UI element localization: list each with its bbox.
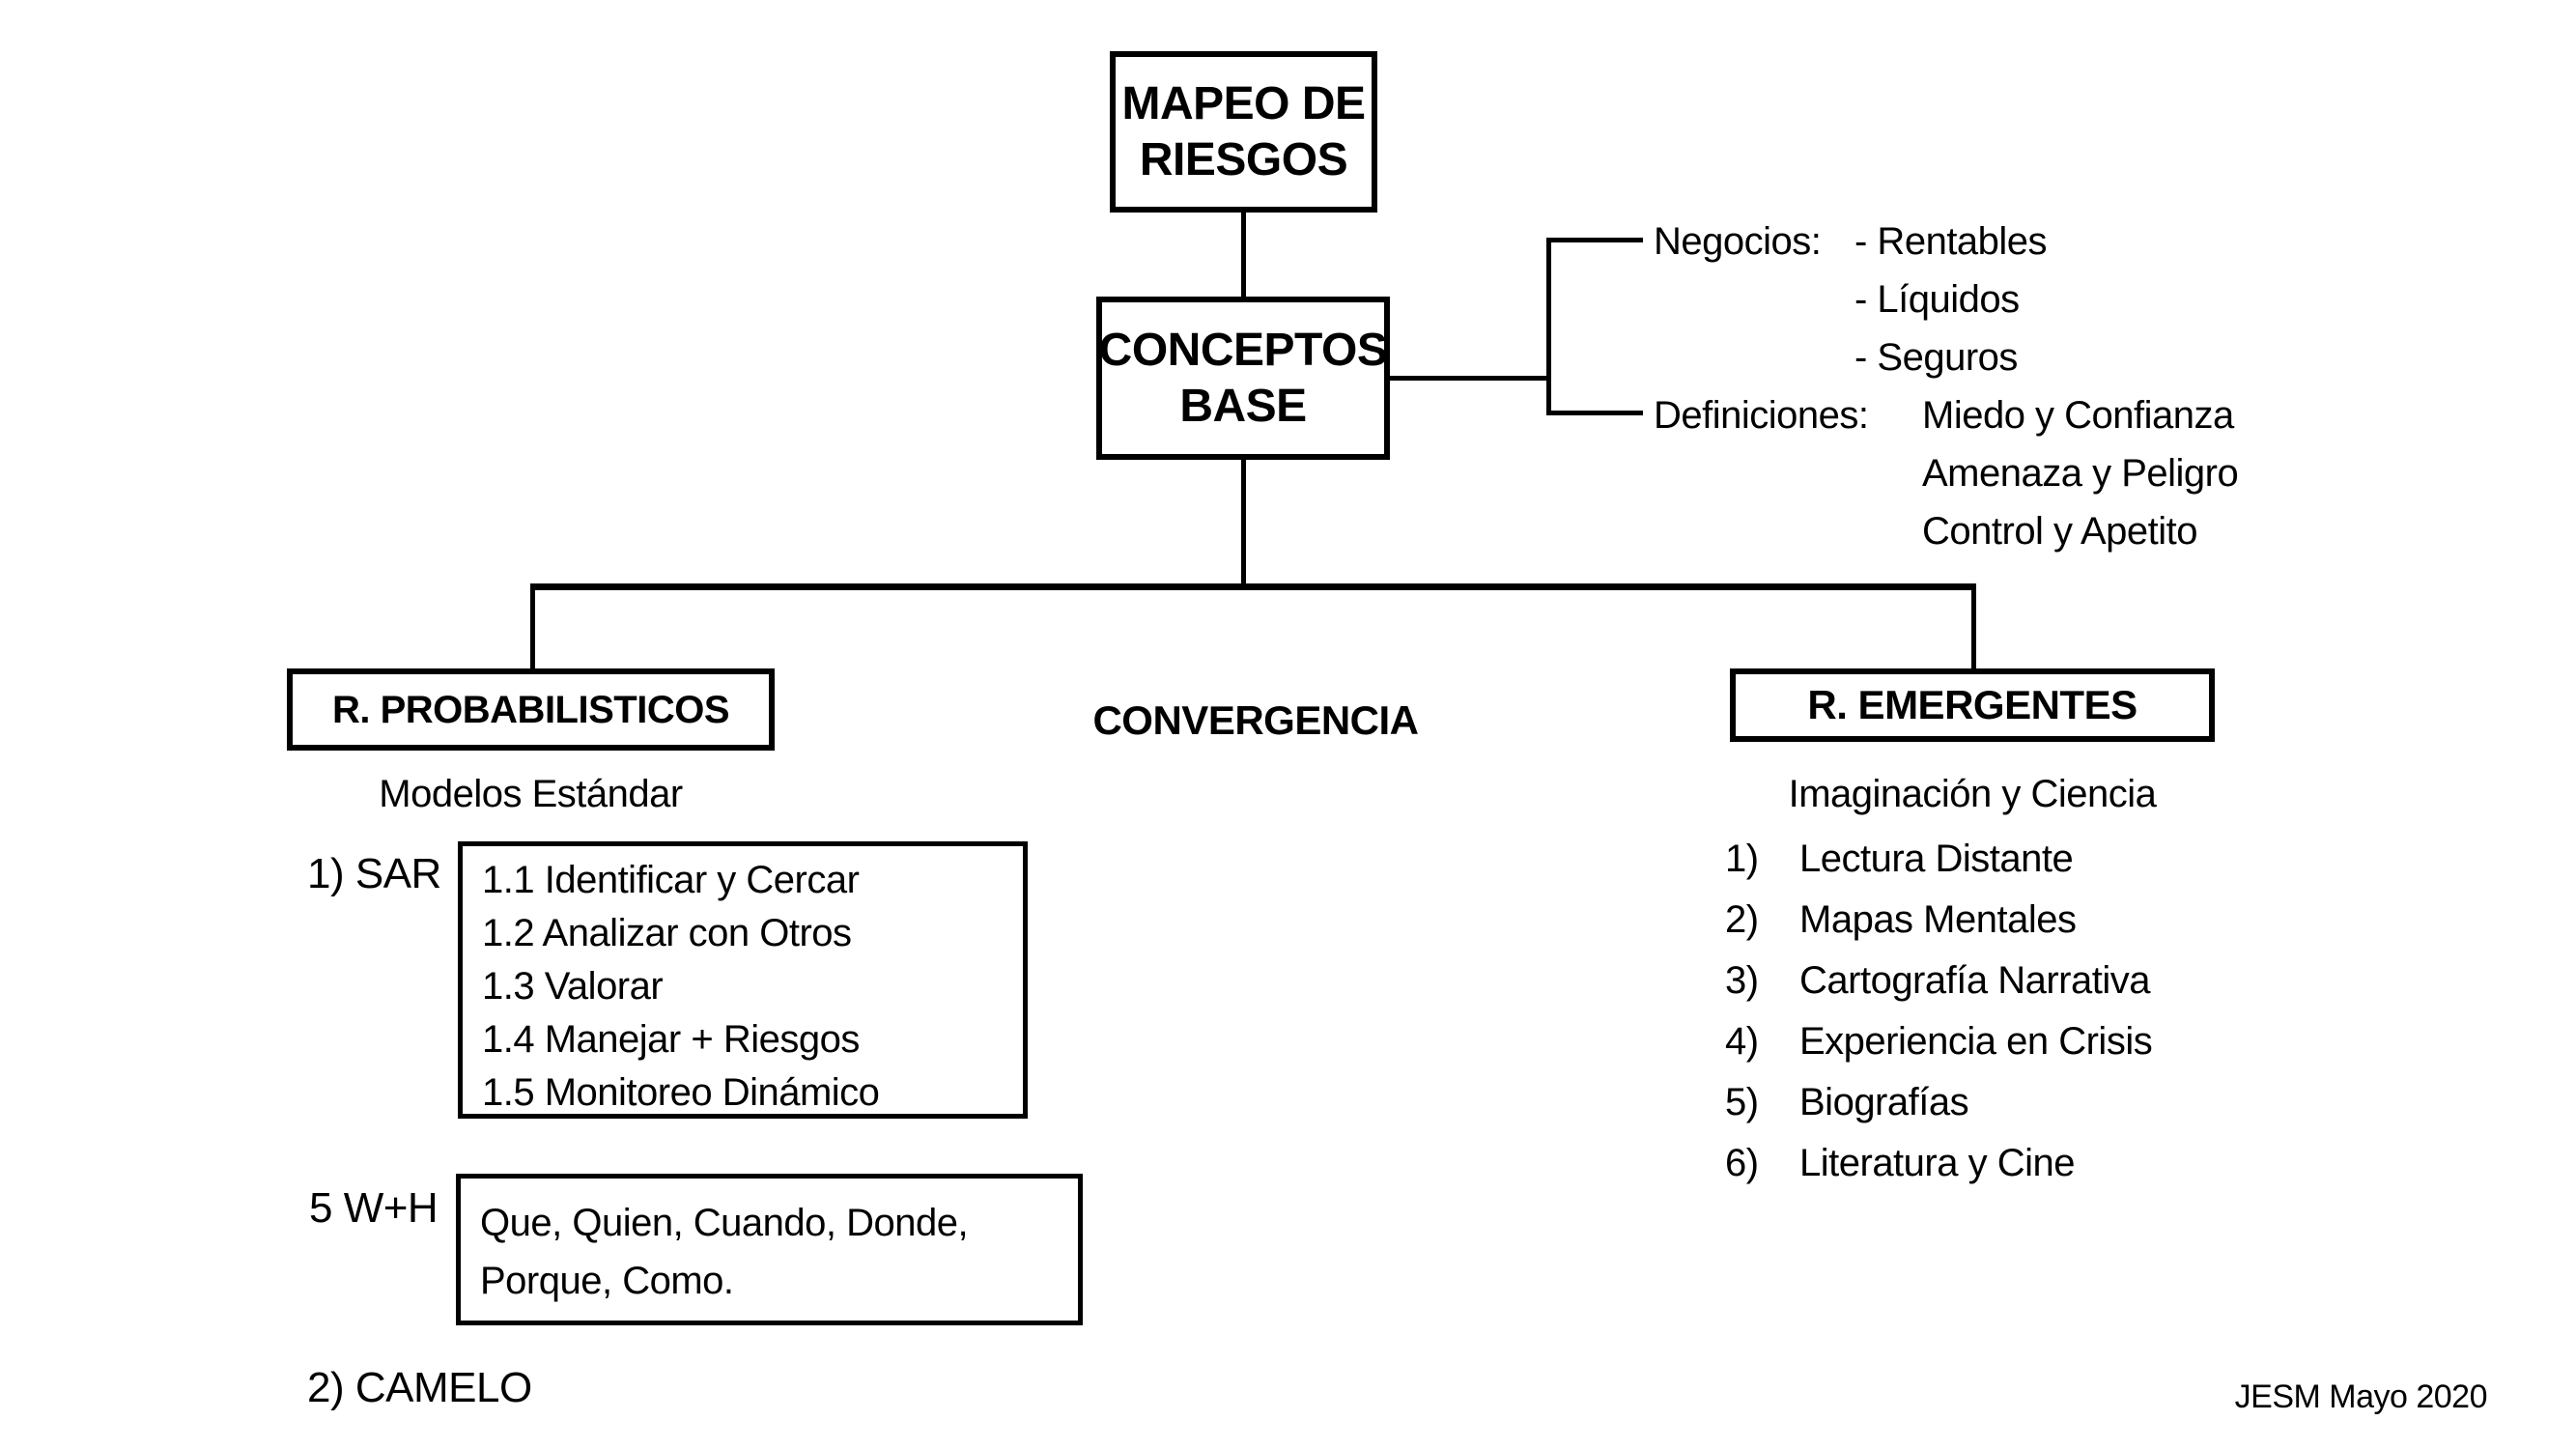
camelo-label: 2) CAMELO [307,1364,532,1411]
base-box-label-line1: CONCEPTOS [1098,324,1388,376]
connector-base-to-bracket [1390,376,1548,381]
list-item-number: 2) [1725,898,1759,941]
bracket-annotation: Negocios: - Rentables - Líquidos - Segur… [1654,213,2239,560]
sar-items: 1.1 Identificar y Cercar 1.2 Analizar co… [463,846,1023,1120]
sar-item: 1.1 Identificar y Cercar [482,859,860,901]
list-item-number: 1) [1725,838,1759,880]
root-box-label-line2: RIESGOS [1139,133,1348,185]
base-box-label-line2: BASE [1179,380,1307,432]
definiciones-item: Miedo y Confianza [1922,394,2234,437]
list-item-text: Mapas Mentales [1799,898,2077,941]
connector-base-to-branch [1241,458,1246,589]
list-item-number: 5) [1725,1081,1759,1123]
probabilisticos-box: R. PROBABILISTICOS [287,668,775,751]
convergencia-label: CONVERGENCIA [1092,697,1419,743]
emergentes-subtitle: Imaginación y Ciencia [1788,773,2157,815]
list-item-number: 6) [1725,1142,1759,1184]
sar-label: 1) SAR [307,850,441,897]
list-item: 4) Experiencia en Crisis [1725,1011,2153,1072]
sar-box: 1.1 Identificar y Cercar 1.2 Analizar co… [458,841,1028,1119]
wh-label: 5 W+H [309,1184,439,1232]
definiciones-item: Amenaza y Peligro [1922,452,2239,495]
list-item-text: Biografías [1799,1081,1969,1123]
negocios-item: - Líquidos [1854,278,2020,321]
probabilisticos-box-label: R. PROBABILISTICOS [331,688,730,731]
branch-horizontal [530,583,1976,590]
negocios-items: - Rentables - Líquidos - Seguros [1854,213,2048,386]
sar-item: 1.4 Manejar + Riesgos [482,1018,860,1061]
list-item: 1) Lectura Distante [1725,829,2152,890]
negocios-item: - Rentables [1854,220,2048,263]
list-item-text: Literatura y Cine [1799,1142,2075,1184]
list-item-number: 3) [1725,959,1759,1002]
list-item-text: Lectura Distante [1799,838,2074,880]
definiciones-item: Control y Apetito [1922,510,2198,553]
sar-item: 1.5 Monitoreo Dinámico [482,1071,880,1114]
sar-item: 1.2 Analizar con Otros [482,912,852,954]
footer-credit: JESM Mayo 2020 [2234,1378,2488,1415]
list-item: 5) Biografías [1725,1072,2152,1133]
branch-right-drop [1971,583,1976,670]
wh-box: Que, Quien, Cuando, Donde, Porque, Como. [456,1174,1083,1325]
definiciones-row: Definiciones: Miedo y Confianza Amenaza … [1654,386,2239,560]
root-box: MAPEO DE RIESGOS [1110,51,1377,213]
list-item-text: Cartografía Narrativa [1799,959,2150,1002]
connector-root-to-base [1241,211,1246,299]
sar-item: 1.3 Valorar [482,965,664,1008]
emergentes-box: R. EMERGENTES [1730,668,2215,742]
wh-line: Que, Quien, Cuando, Donde, [480,1202,969,1244]
wh-lines: Que, Quien, Cuando, Donde, Porque, Como. [461,1179,1078,1310]
list-item: 2) Mapas Mentales [1725,890,2152,951]
list-item: 6) Literatura y Cine [1725,1133,2152,1194]
bracket-bottom-tick [1546,411,1643,415]
probabilisticos-subtitle: Modelos Estándar [379,773,683,815]
definiciones-items: Miedo y Confianza Amenaza y Peligro Cont… [1922,386,2239,560]
bracket-top-tick [1546,238,1643,242]
list-item: 3) Cartografía Narrativa [1725,951,2152,1011]
bracket-vertical [1546,238,1551,415]
emergentes-box-label: R. EMERGENTES [1807,681,2137,727]
root-box-label-line1: MAPEO DE [1121,77,1366,129]
negocios-label: Negocios: [1654,220,1822,263]
wh-line: Porque, Como. [480,1260,734,1302]
branch-left-drop [530,583,535,670]
emergentes-list: 1) Lectura Distante 2) Mapas Mentales 3)… [1725,829,2153,1194]
list-item-text: Experiencia en Crisis [1799,1020,2153,1063]
negocios-row: Negocios: - Rentables - Líquidos - Segur… [1654,213,2238,386]
definiciones-label: Definiciones: [1654,394,1869,437]
base-box: CONCEPTOS BASE [1096,297,1390,460]
list-item-number: 4) [1725,1020,1759,1063]
negocios-item: - Seguros [1854,336,2018,379]
